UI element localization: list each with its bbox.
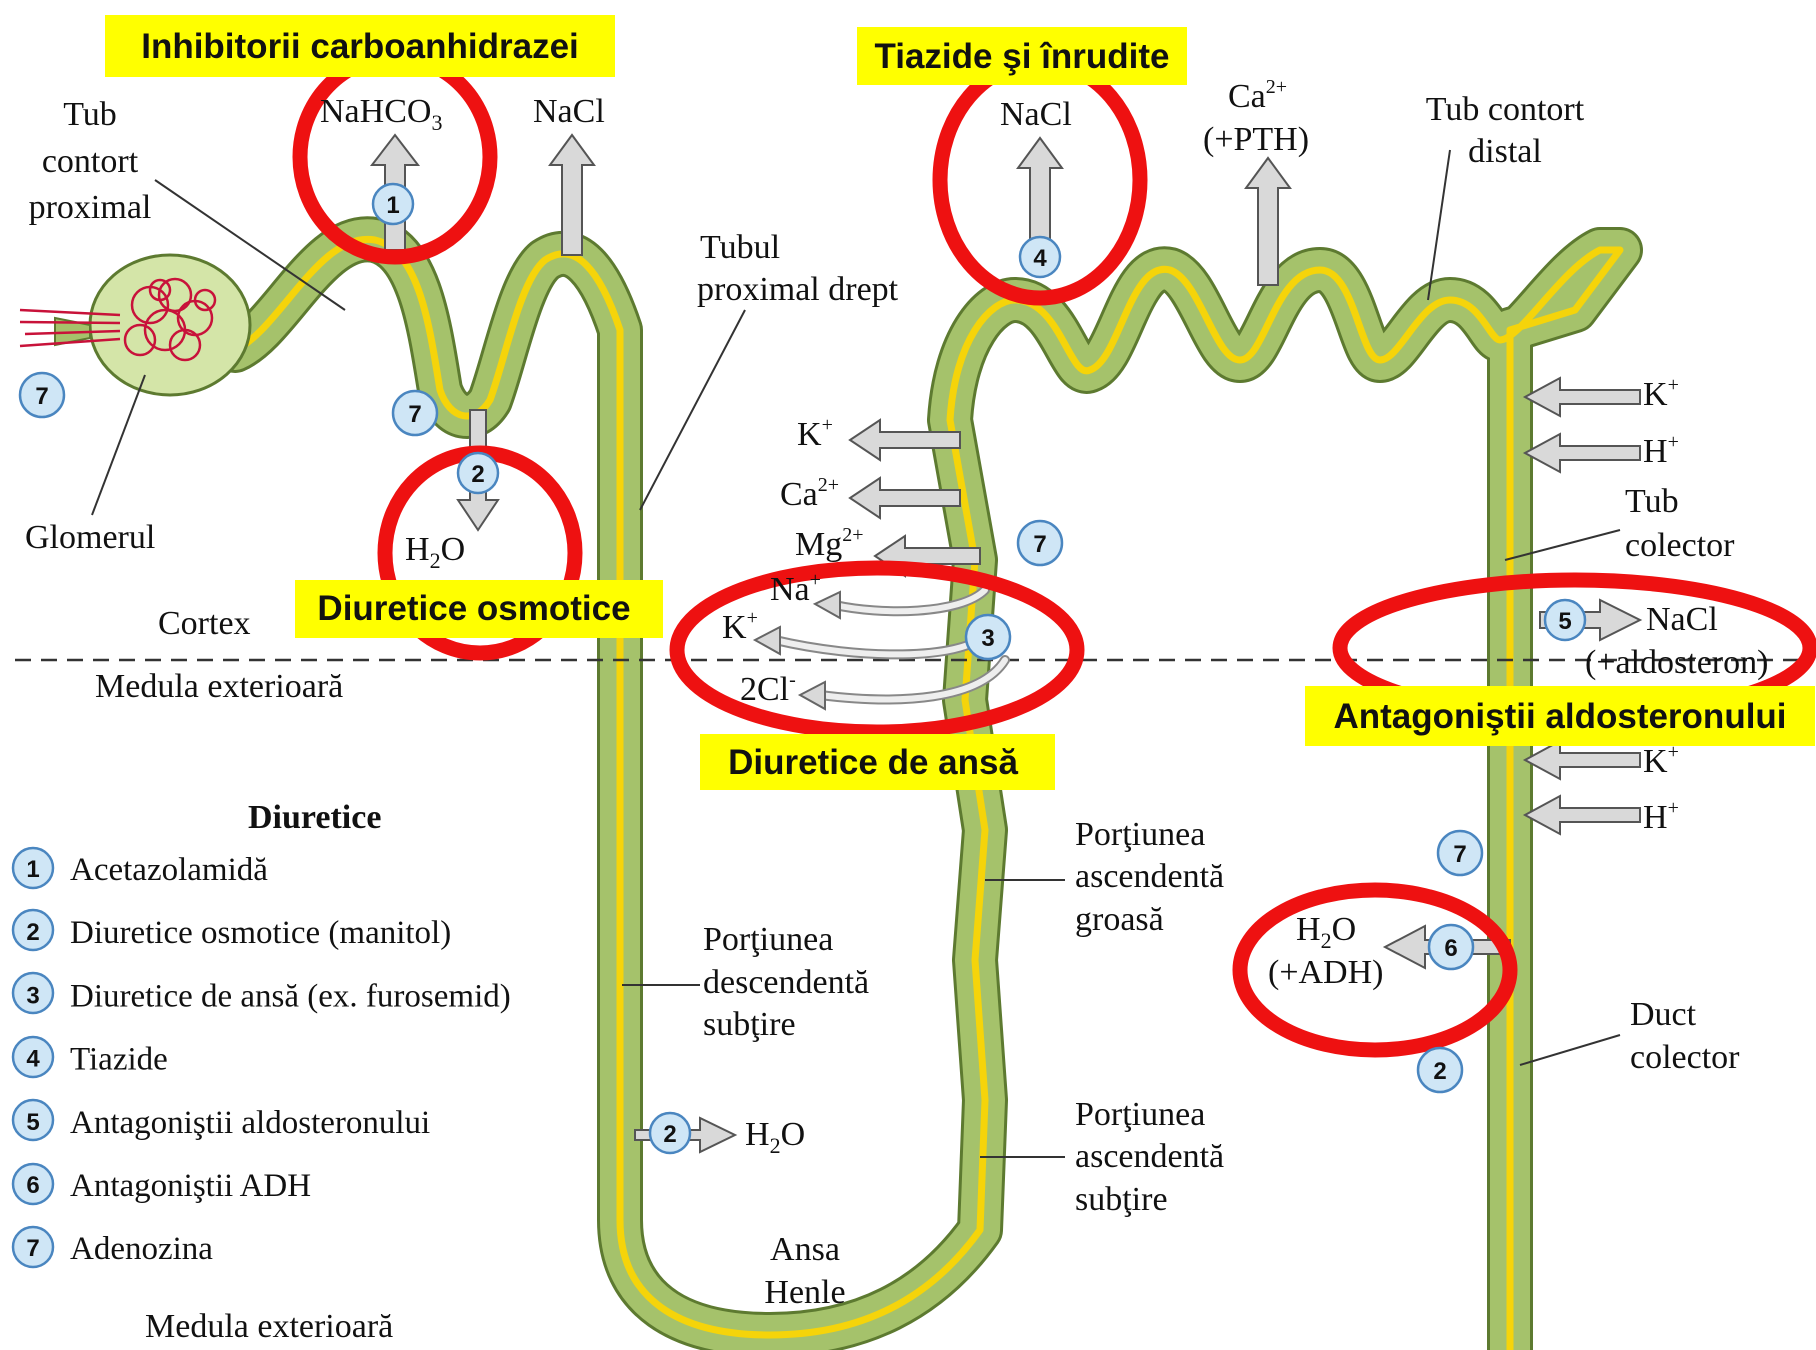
ion-h2o-desc: H2O [745, 1116, 805, 1158]
label-duct-1: Duct [1630, 996, 1697, 1033]
badge-2: 2 [471, 461, 484, 488]
ion-nacl-collect: NaCl [1646, 601, 1718, 638]
label-osmotic: Diuretice osmotice [317, 589, 630, 628]
label-proximal-3: proximal [29, 189, 152, 226]
ion-2cl-loop: 2Cl- [740, 669, 796, 708]
ion-k-collect-top: K+ [1643, 374, 1679, 413]
legend-item-4: Tiazide [70, 1042, 168, 1078]
label-proximal-2: contort [42, 143, 139, 180]
label-aldosterone-antagonists: Antagoniştii aldosteronului [1333, 697, 1786, 736]
label-duct-2: colector [1630, 1039, 1740, 1076]
label-distal-1: Tub contort [1426, 91, 1585, 128]
label-loop: Diuretice de ansă [728, 743, 1018, 782]
ion-na-loop: Na+ [770, 569, 821, 608]
label-collecting-tube-2: colector [1625, 527, 1735, 564]
label-loop-henle-2: Henle [764, 1274, 845, 1311]
label-prox-straight-2: proximal drept [697, 271, 899, 308]
ion-h2o-proximal: H2O [405, 531, 465, 573]
ion-h2o-collect: H2O [1296, 911, 1356, 953]
badge-1: 1 [386, 192, 399, 219]
legend-item-2: Diuretice osmotice (manitol) [70, 915, 451, 951]
ion-ca-tal: Ca2+ [780, 474, 839, 513]
label-thin-desc-2: descendentă [703, 964, 869, 1001]
legend-number-7: 7 [26, 1235, 39, 1262]
glomerulus-capsule [20, 255, 250, 395]
label-ca-inhibitors: Inhibitorii carboanhidrazei [141, 27, 579, 66]
legend-item-1: Acetazolamidă [70, 852, 268, 888]
legend-number-1: 1 [26, 856, 39, 883]
legend-number-2: 2 [26, 919, 39, 946]
badge-7-proximal: 7 [408, 401, 421, 428]
label-thin-desc-1: Porţiunea [703, 921, 833, 958]
legend: Diuretice 1 Acetazolamidă 2 Diuretice osmot… [26, 799, 510, 1267]
ion-nacl-distal: NaCl [1000, 96, 1072, 133]
ion-k-collect-bottom: K+ [1643, 741, 1679, 780]
ion-k-loop: K+ [722, 607, 758, 646]
ion-nacl-proximal: NaCl [533, 93, 605, 130]
ion-h-collect-bottom: H+ [1643, 797, 1679, 836]
legend-title: Diuretice [248, 799, 381, 836]
ion-k-tal: K+ [797, 414, 833, 453]
legend-item-6: Antagoniştii ADH [70, 1168, 311, 1204]
label-loop-henle-1: Ansa [770, 1231, 840, 1268]
badge-2-collecting: 2 [1433, 1058, 1446, 1085]
ion-mg-tal: Mg2+ [795, 524, 864, 563]
ion-pth: (+PTH) [1203, 121, 1309, 158]
badge-6: 6 [1444, 935, 1457, 962]
badge-2-desc: 2 [663, 1121, 676, 1148]
label-thin-asc-3: subţire [1075, 1181, 1168, 1218]
label-medulla-bottom: Medula exterioară [145, 1308, 393, 1345]
legend-number-6: 6 [26, 1172, 39, 1199]
badge-7-glomerulus: 7 [35, 383, 48, 410]
ion-adh: (+ADH) [1268, 954, 1383, 991]
label-thick-asc-2: ascendentă [1075, 858, 1224, 895]
ion-aldosteron: (+aldosteron) [1585, 644, 1768, 681]
label-thiazides: Tiazide şi înrudite [875, 37, 1170, 76]
label-thick-asc-1: Porţiunea [1075, 816, 1205, 853]
legend-number-3: 3 [26, 982, 39, 1009]
label-glomerulus: Glomerul [25, 519, 155, 556]
legend-item-7: Adenozina [70, 1231, 213, 1267]
label-cortex: Cortex [158, 605, 251, 642]
badge-4: 4 [1033, 245, 1047, 272]
ion-h-collect-top: H+ [1643, 431, 1679, 470]
label-thick-asc-3: groasă [1075, 901, 1164, 938]
label-thin-desc-3: subţire [703, 1006, 796, 1043]
legend-item-3: Diuretice de ansă (ex. furosemid) [70, 978, 511, 1014]
badge-3: 3 [981, 625, 994, 652]
legend-item-5: Antagoniştii aldosteronului [70, 1105, 430, 1141]
label-medulla-top: Medula exterioară [95, 668, 343, 705]
label-thin-asc-2: ascendentă [1075, 1138, 1224, 1175]
label-prox-straight-1: Tubul [700, 229, 780, 266]
legend-number-5: 5 [26, 1109, 39, 1136]
ion-nahco3: NaHCO3 [320, 93, 442, 135]
badge-7-tal: 7 [1033, 531, 1046, 558]
badge-5: 5 [1558, 608, 1571, 635]
label-thin-asc-1: Porţiunea [1075, 1096, 1205, 1133]
label-distal-2: distal [1468, 133, 1542, 170]
legend-number-4: 4 [26, 1046, 40, 1073]
label-proximal-1: Tub [63, 96, 117, 133]
badge-7-collecting: 7 [1453, 841, 1466, 868]
label-collecting-tube-1: Tub [1625, 483, 1679, 520]
ion-ca-distal: Ca2+ [1228, 76, 1287, 115]
